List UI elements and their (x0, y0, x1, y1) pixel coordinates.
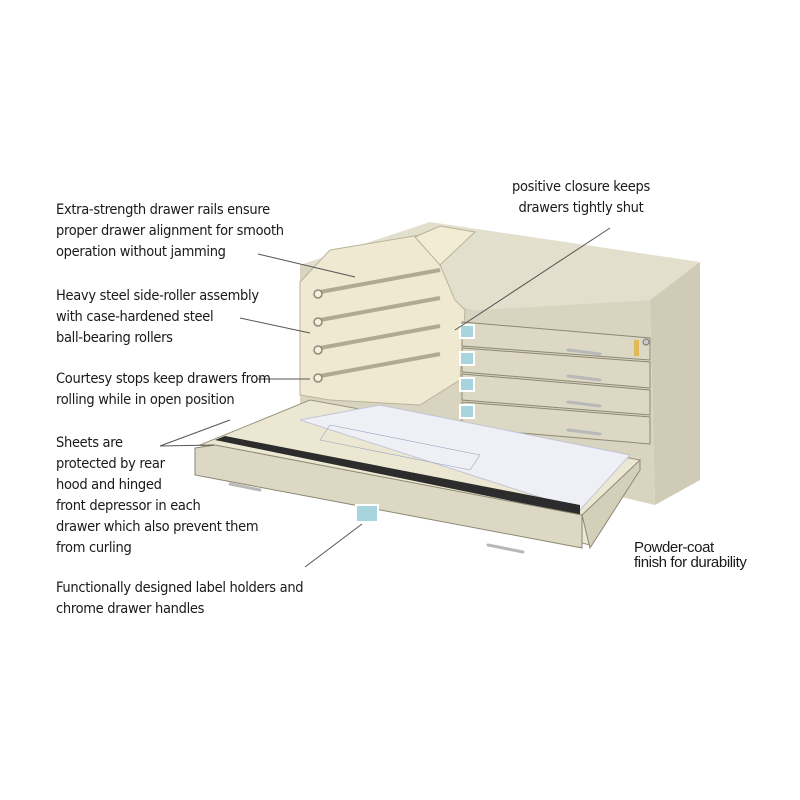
drawer-rails (319, 268, 441, 378)
blueprint-lines (319, 424, 481, 471)
callout-powder-coat: Powder-coat finish for durability (634, 539, 747, 571)
cutaway-top-opening (414, 225, 477, 266)
open-drawer-handles (228, 482, 525, 554)
open-drawer-side (581, 458, 641, 550)
label-holders (459, 324, 475, 419)
blueprint-sheet (299, 404, 631, 511)
callout-side-roller-assembly: Heavy steel side-roller assembly with ca… (56, 288, 259, 346)
callout-courtesy-stops: Courtesy stops keep drawers from rolling… (56, 371, 271, 408)
cabinet-right-side (650, 262, 700, 505)
front-depressor-bar (215, 436, 580, 515)
cutaway-interior (299, 234, 466, 406)
rollers (313, 289, 323, 383)
callout-label-holders: Functionally designed label holders and … (56, 580, 304, 617)
closed-drawers (461, 321, 651, 445)
callout-sheet-protection: Sheets are protected by rear hood and hi… (56, 435, 259, 556)
callout-drawer-rails: Extra-strength drawer rails ensure prope… (56, 202, 284, 260)
lock-key-icon (634, 338, 650, 356)
open-drawer-label-holder (355, 504, 379, 523)
callout-lines (159, 227, 611, 568)
chrome-handles (566, 348, 602, 436)
callout-positive-closure: positive closure keeps drawers tightly s… (512, 179, 650, 216)
